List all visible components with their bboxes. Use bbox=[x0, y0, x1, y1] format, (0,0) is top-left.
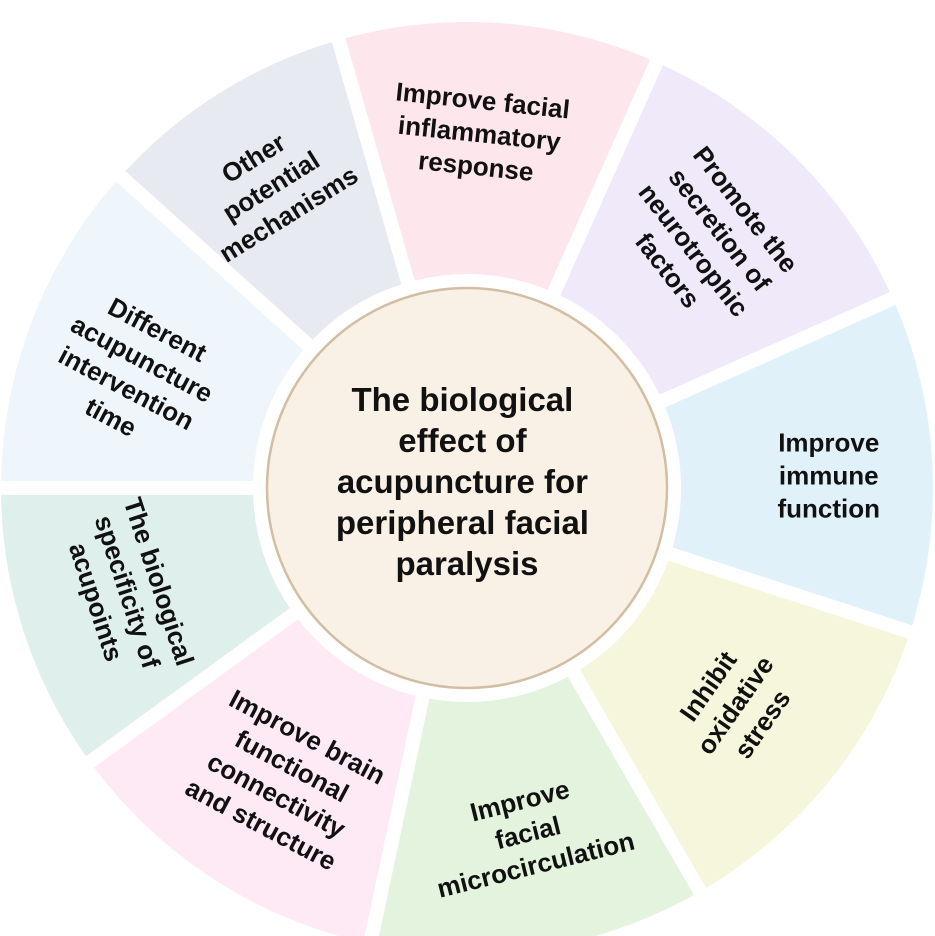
segment-acupoints: The biologicalspecificity ofacupoints bbox=[1, 494, 290, 757]
segment-neurotrophic: Promote thesecretion ofneurotrophicfacto… bbox=[560, 65, 890, 395]
center-title-line-1: The biological bbox=[351, 381, 573, 418]
center-title-line-4: peripheral facial bbox=[336, 504, 589, 541]
segment-immune-shape bbox=[665, 304, 934, 626]
segment-inflammatory-label: Improve facialinflammatoryresponse bbox=[387, 76, 571, 190]
center-title-line-2: effect of bbox=[398, 422, 527, 459]
segment-immune-line-1: Improve bbox=[778, 427, 879, 457]
segment-oxidative: Inhibitoxidativestress bbox=[580, 560, 908, 889]
segment-neurotrophic-shape bbox=[560, 65, 890, 395]
center-hub: The biological effect of acupuncture for… bbox=[265, 286, 669, 690]
segment-inflammatory-shape bbox=[345, 22, 651, 290]
segment-other-shape bbox=[125, 42, 402, 340]
segment-immune-line-2: immune bbox=[779, 460, 879, 490]
segment-intervention-time-shape bbox=[1, 181, 304, 482]
segment-microcirculation-shape bbox=[378, 676, 694, 936]
segment-microcirculation: Improvefacialmicrocirculation bbox=[378, 676, 694, 936]
segment-intervention-time: Differentacupunctureinterventiontime bbox=[1, 181, 304, 482]
segment-inflammatory: Improve facialinflammatoryresponse bbox=[345, 22, 651, 290]
center-title: The biological effect of acupuncture for… bbox=[336, 381, 598, 582]
center-title-line-3: acupuncture for bbox=[337, 463, 588, 500]
segment-brain-shape bbox=[94, 619, 416, 936]
center-title-line-5: paralysis bbox=[395, 545, 538, 582]
segment-other: Otherpotentialmechanisms bbox=[125, 42, 402, 340]
segment-oxidative-shape bbox=[580, 560, 908, 889]
segment-acupoints-shape bbox=[1, 494, 290, 757]
segment-immune-line-3: function bbox=[778, 493, 881, 523]
center-circle bbox=[265, 286, 669, 690]
segment-brain: Improve brainfunctionalconnectivityand s… bbox=[94, 619, 416, 936]
